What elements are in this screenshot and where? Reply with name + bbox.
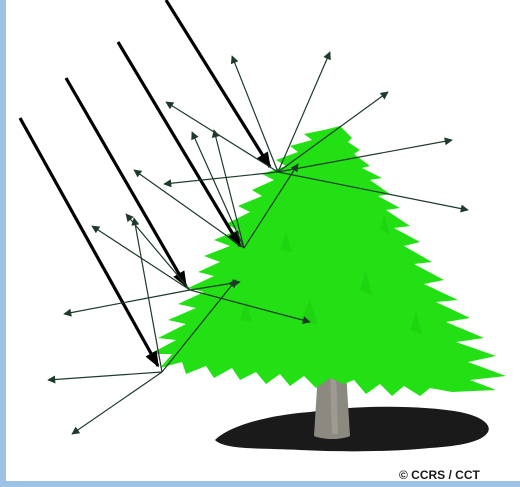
incoming-radiation-arrows <box>18 0 272 368</box>
ground-shadow <box>215 406 489 452</box>
scattered-radiation-arrows <box>47 51 469 435</box>
tree-foliage <box>150 126 506 396</box>
copyright-credit: © CCRS / CCT <box>399 468 480 482</box>
